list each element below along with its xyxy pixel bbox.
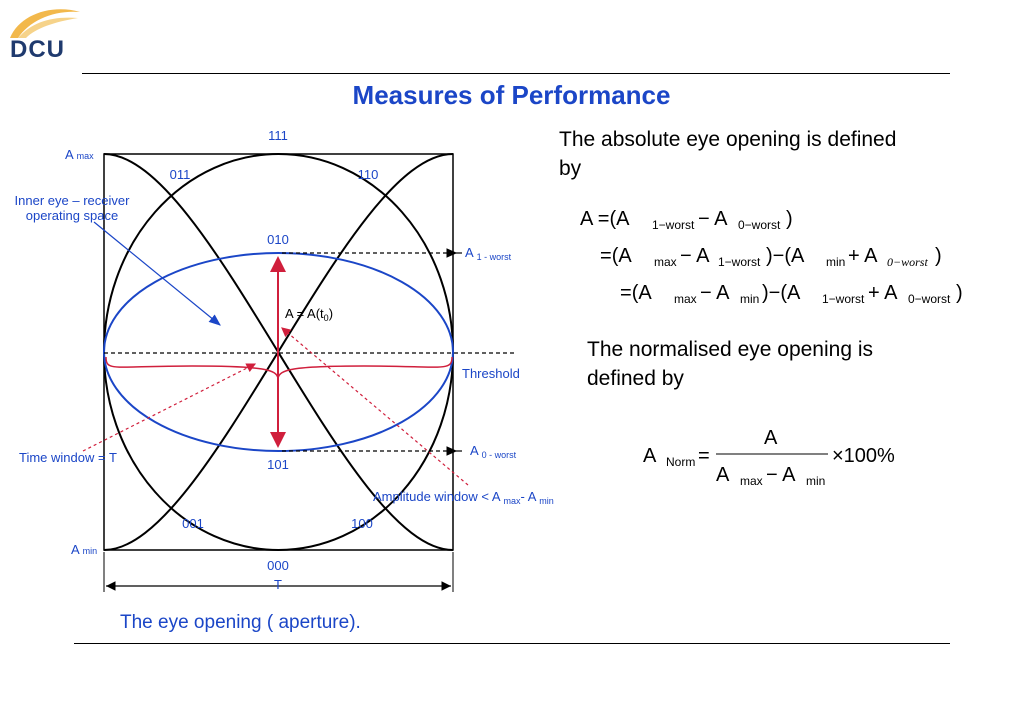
center-label: A = A(t0) — [285, 306, 333, 323]
code-010: 010 — [267, 232, 289, 247]
bottom-divider — [74, 643, 950, 644]
absolute-line2: by — [559, 157, 582, 180]
amplitude-window-pointer — [281, 327, 469, 486]
top-divider — [82, 73, 950, 74]
absolute-definition: The absolute eye opening is defined by — [559, 125, 896, 183]
amplitude-window-label: Amplitude window < A max- A min — [373, 489, 554, 506]
normalised-line1: The normalised eye opening is — [587, 338, 874, 361]
normalised-definition: The normalised eye opening is defined by — [587, 335, 873, 393]
normalised-line2: defined by — [587, 367, 684, 390]
inner-eye-pointer — [93, 221, 221, 326]
code-000: 000 — [267, 558, 289, 573]
code-011: 011 — [170, 167, 191, 182]
time-window-brace — [105, 356, 453, 379]
time-window-pointer — [82, 363, 257, 452]
inner-eye-label-line1: Inner eye – receiver — [15, 193, 131, 208]
t-label: T — [274, 577, 282, 592]
inner-eye-ellipse — [103, 252, 454, 452]
absolute-line1: The absolute eye opening is defined — [559, 128, 897, 151]
logo-text: DCU — [10, 36, 65, 63]
inner-eye-label-line2: operating space — [26, 208, 119, 223]
code-100: 100 — [351, 516, 373, 531]
time-window-label: Time window = T — [19, 450, 117, 465]
code-001: 001 — [182, 516, 204, 531]
dcu-logo — [4, 4, 84, 72]
threshold-label: Threshold — [462, 366, 520, 381]
diagram-caption: The eye opening ( aperture). — [120, 612, 361, 633]
code-110: 110 — [358, 167, 379, 182]
code-111: 111 — [268, 128, 288, 143]
code-101: 101 — [267, 457, 289, 472]
page-title: Measures of Performance — [352, 80, 671, 110]
logo-swoosh-icon — [10, 9, 80, 38]
